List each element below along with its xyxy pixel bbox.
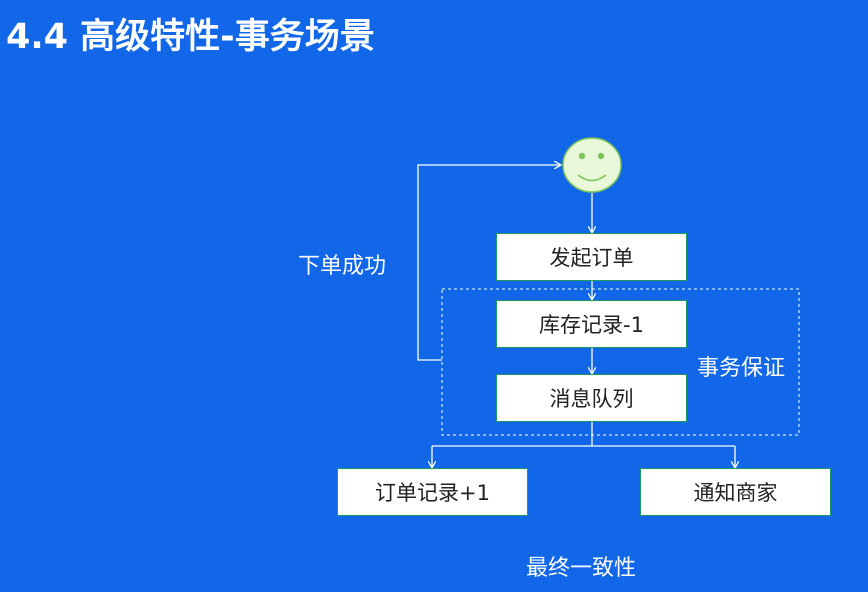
- label-eventual-consistency: 最终一致性: [526, 556, 637, 581]
- arrow-order-success-loop: [417, 165, 560, 361]
- smiley-face-icon: [562, 137, 622, 193]
- slide-title: 4.4 高级特性-事务场景: [6, 17, 375, 57]
- node-notify-merchant: 通知商家: [640, 468, 831, 516]
- label-transaction-guarantee: 事务保证: [697, 356, 786, 381]
- node-order-plus: 订单记录+1: [337, 468, 528, 516]
- label-order-success: 下单成功: [298, 254, 387, 279]
- node-create-order: 发起订单: [496, 233, 687, 281]
- transaction-boundary: [441, 288, 800, 436]
- node-message-queue: 消息队列: [496, 374, 687, 422]
- node-stock-minus: 库存记录-1: [496, 300, 687, 348]
